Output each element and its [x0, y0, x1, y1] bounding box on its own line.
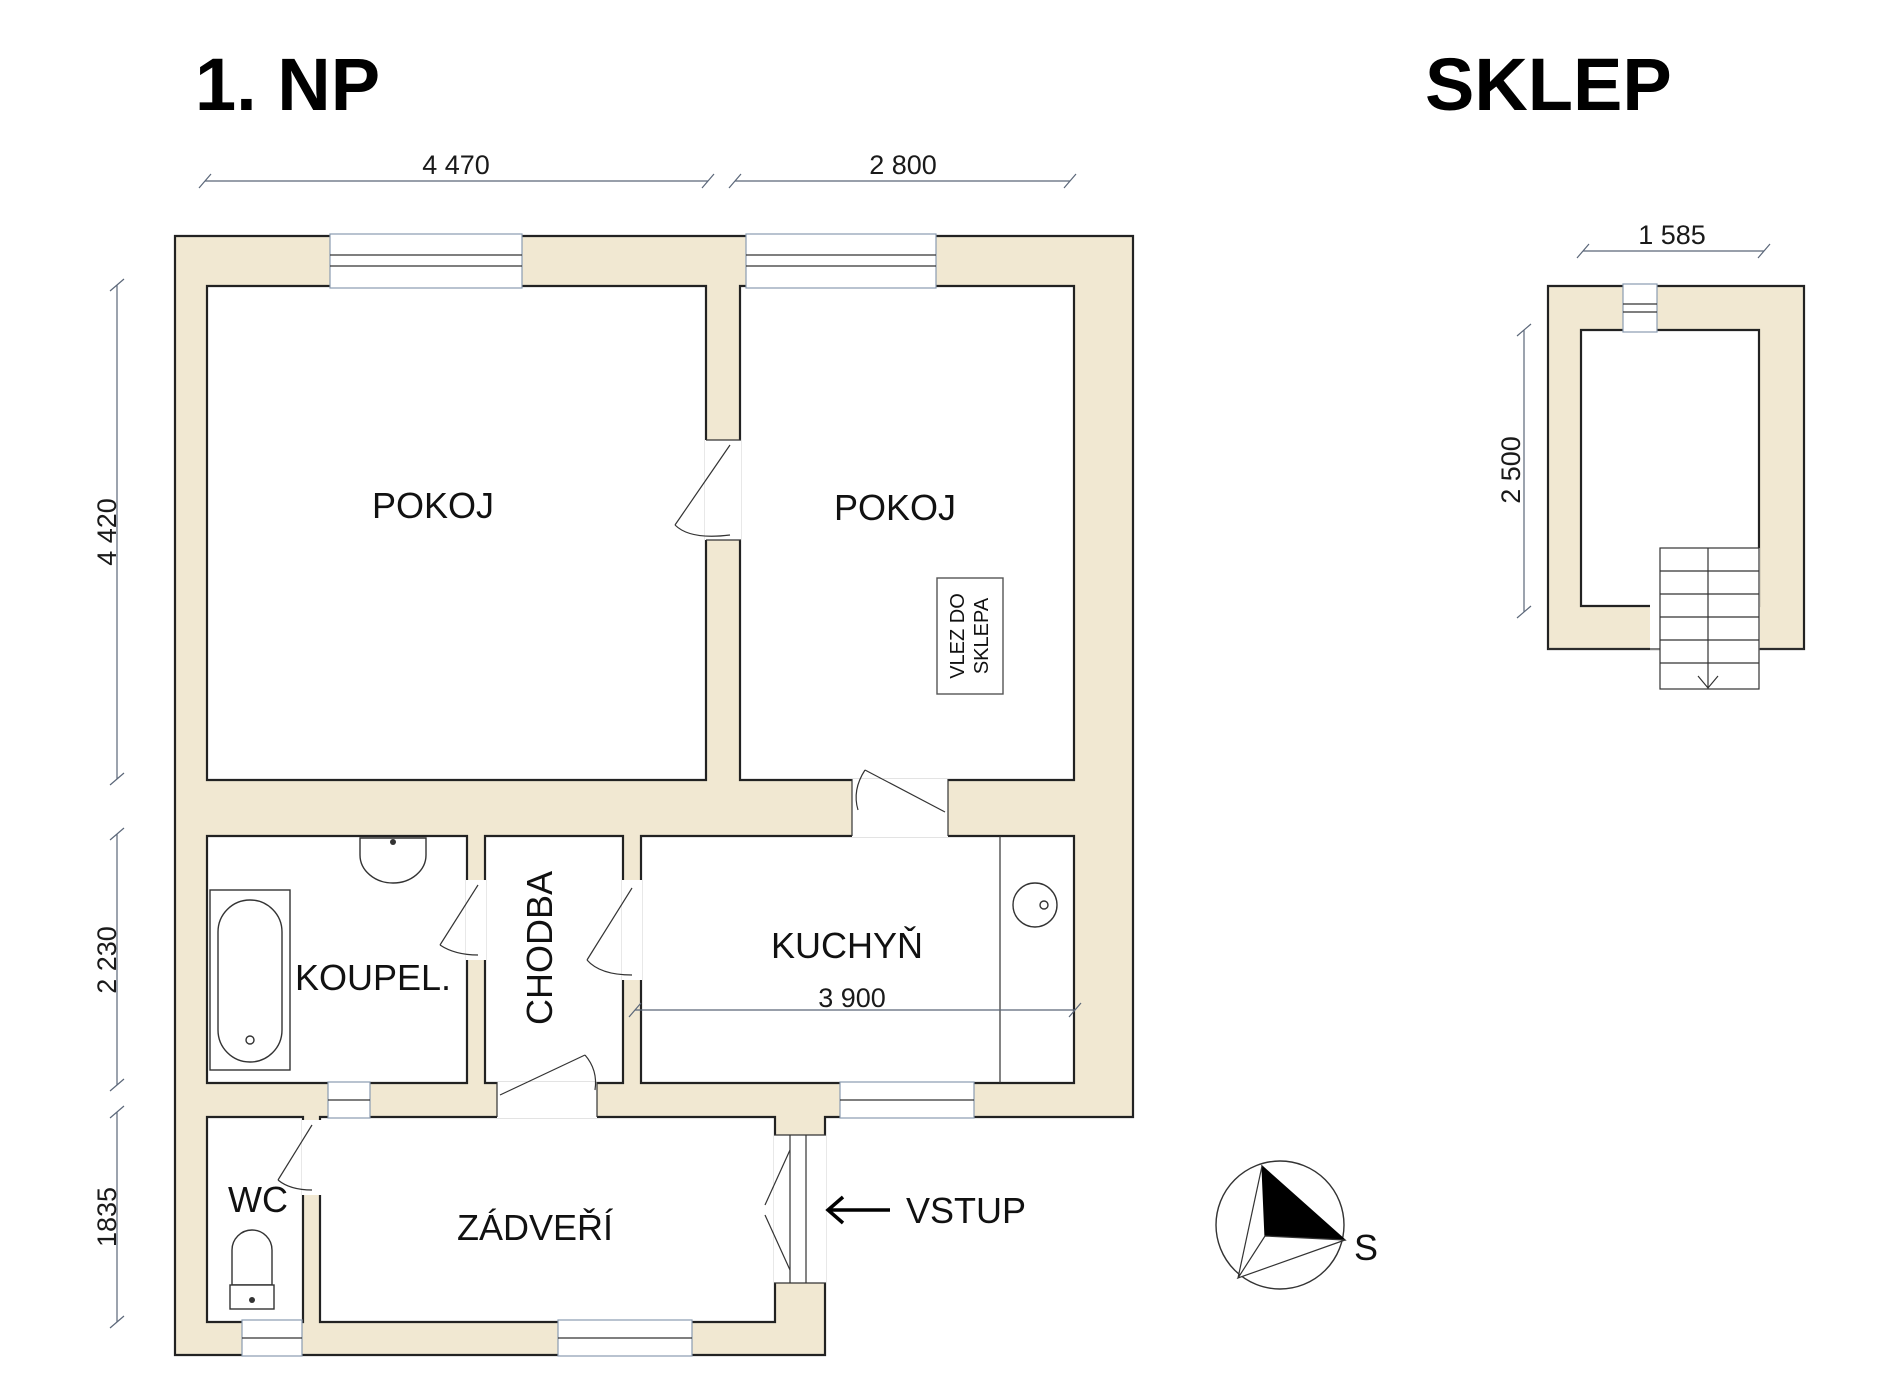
kitchen-counter — [999, 836, 1058, 1083]
dimension-top-left-label: 4 470 — [422, 150, 490, 180]
dimension-left-lower: 1835 — [92, 1105, 125, 1329]
kitchen-dimension — [628, 1002, 1082, 1018]
washbasin — [359, 837, 427, 884]
kitchen-dimension-label: 3 900 — [818, 983, 886, 1013]
room-label-pokoj-right: POKOJ — [834, 487, 956, 528]
wc-toilet — [229, 1229, 275, 1310]
window-kitchen — [839, 1081, 975, 1119]
door-wc — [277, 1120, 322, 1195]
basement-stairs — [1659, 547, 1760, 690]
window-bathroom — [327, 1081, 371, 1119]
dimension-left-middle-label: 2 230 — [92, 926, 122, 994]
door-right-room — [851, 769, 949, 837]
door-between-rooms — [674, 439, 741, 541]
dimension-left-middle: 2 230 — [92, 827, 125, 1092]
window-wc — [241, 1319, 303, 1357]
room-label-zadveri: ZÁDVEŘÍ — [457, 1207, 613, 1248]
window-vestibule — [557, 1319, 693, 1357]
dimension-top-right: 2 800 — [728, 150, 1077, 189]
compass-south-label: S — [1354, 1227, 1378, 1268]
dimension-top-left: 4 470 — [198, 150, 715, 189]
room-label-koupelna: KOUPEL. — [295, 957, 451, 998]
room-label-chodba: CHODBA — [519, 871, 560, 1025]
dimension-left-upper: 4 420 — [92, 278, 125, 786]
dimension-basement-height-label: 2 500 — [1496, 436, 1526, 504]
room-label-kuchyn: KUCHYŇ — [771, 925, 923, 966]
window-top-left — [329, 233, 523, 289]
cellar-hatch-label-2: SKLEPA — [971, 597, 993, 674]
bathtub — [209, 889, 291, 1071]
compass-icon — [1215, 1160, 1347, 1290]
dimension-basement-width: 1 585 — [1576, 220, 1771, 259]
dimension-basement-height: 2 500 — [1496, 323, 1532, 619]
window-top-right — [745, 233, 937, 289]
entrance-arrow-icon — [825, 1195, 890, 1225]
door-corridor — [586, 880, 642, 980]
dimension-left-lower-label: 1835 — [92, 1187, 122, 1247]
cellar-hatch — [936, 577, 1004, 695]
dimension-top-right-label: 2 800 — [869, 150, 937, 180]
cellar-hatch-label-1: VLEZ DO — [947, 593, 969, 679]
entrance-door — [764, 1134, 826, 1284]
entrance-label: VSTUP — [906, 1190, 1026, 1231]
ground-floor-title: 1. NP — [195, 43, 380, 126]
dimension-basement-width-label: 1 585 — [1638, 220, 1706, 250]
ground-floor-walls — [173, 234, 1135, 1357]
basement-title: SKLEP — [1425, 43, 1672, 126]
room-label-pokoj-left: POKOJ — [372, 485, 494, 526]
door-corridor-bottom — [496, 1054, 598, 1118]
door-bathroom — [439, 880, 486, 960]
dimension-left-upper-label: 4 420 — [92, 498, 122, 566]
room-label-wc: WC — [228, 1179, 288, 1220]
basement-window — [1622, 283, 1658, 333]
